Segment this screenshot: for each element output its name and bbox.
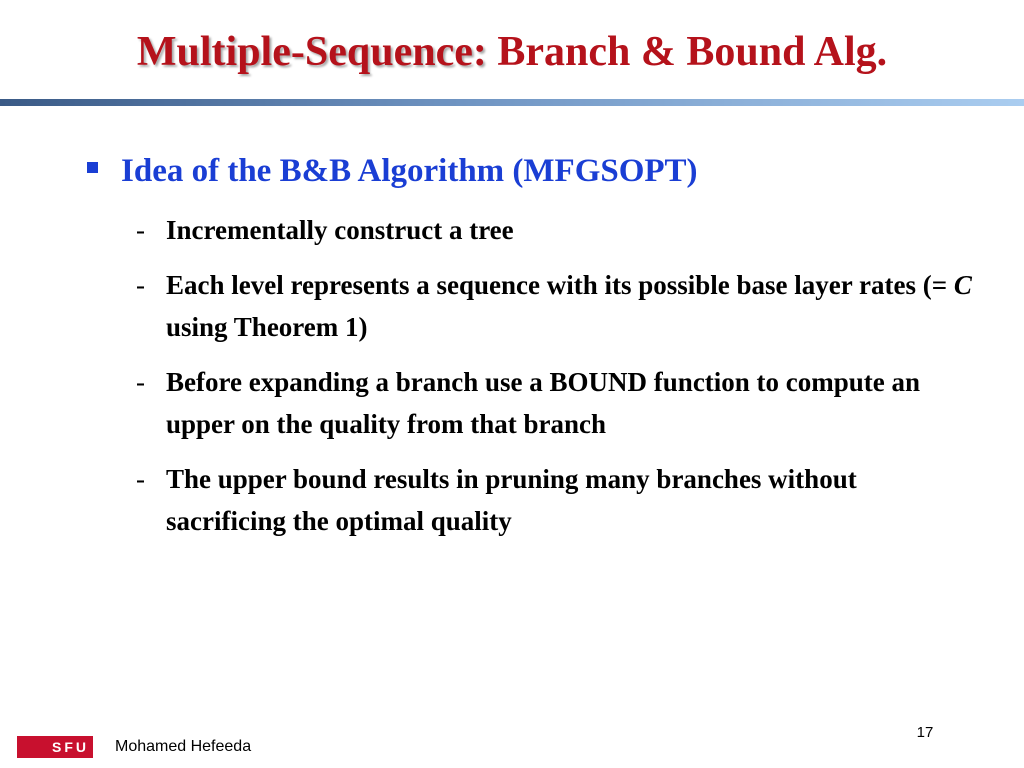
dash-marker: - [136,464,145,494]
dash-marker: - [136,270,145,300]
sub-item-text: The upper bound results in pruning many … [166,464,857,536]
main-bullet: Idea of the B&B Algorithm (MFGSOPT) [86,151,986,191]
sub-item-text-before: Each level represents a sequence with it… [166,270,948,300]
title-divider-bar [0,99,1024,106]
title-part-1: Multiple-Sequence: [136,29,487,75]
main-bullet-text: Idea of the B&B Algorithm (MFGSOPT) [121,153,698,189]
sub-item-text-after: using Theorem 1) [166,312,368,342]
title-part-2: Branch & Bound Alg. [497,29,888,75]
sub-item-text: Before expanding a branch use a BOUND fu… [166,367,921,439]
variable-c: C [953,270,972,300]
footer-author: Mohamed Hefeeda [115,738,252,755]
dash-marker: - [136,215,145,245]
sub-item-text: Incrementally construct a tree [166,215,514,245]
sub-item-text: Each level represents a sequence with it… [166,264,976,348]
square-bullet-icon [87,162,98,173]
slide-title: Multiple-Sequence: Branch & Bound Alg. [0,26,1024,78]
page-number: 17 [916,724,934,741]
dash-marker: - [136,367,145,397]
sfu-logo: SFU [17,736,93,758]
